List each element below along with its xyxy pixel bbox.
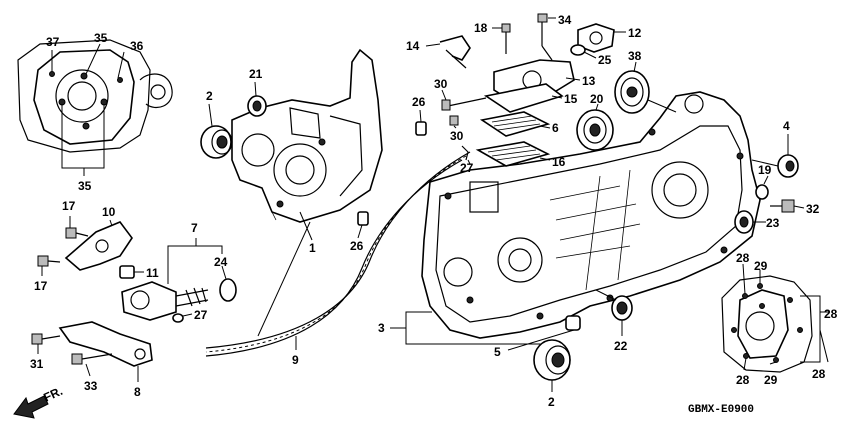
left-crankcase-cover-gasket bbox=[17, 39, 173, 153]
callout-25: 25 bbox=[598, 53, 612, 67]
callout-28-top: 28 bbox=[736, 251, 750, 265]
callout-2-top: 2 bbox=[206, 89, 213, 103]
callout-19: 19 bbox=[758, 163, 772, 177]
bearing-38 bbox=[614, 70, 650, 114]
callout-8: 8 bbox=[134, 385, 141, 399]
clip-11 bbox=[119, 265, 135, 279]
o-ring-24 bbox=[219, 278, 237, 302]
callout-1: 1 bbox=[309, 241, 316, 255]
bracket-10 bbox=[64, 221, 133, 271]
callout-17-bottom: 17 bbox=[34, 279, 48, 293]
callout-4: 4 bbox=[783, 119, 790, 133]
callout-26-bottom: 26 bbox=[350, 239, 364, 253]
callout-23: 23 bbox=[766, 216, 780, 230]
callout-30-bottom: 30 bbox=[450, 129, 464, 143]
bolt-18 bbox=[501, 23, 511, 54]
bolt-30 bbox=[441, 97, 487, 126]
direction-label: FR. bbox=[41, 384, 64, 405]
callout-17-top: 17 bbox=[62, 199, 76, 213]
pump-cover-8 bbox=[58, 321, 153, 367]
callout-38: 38 bbox=[628, 49, 642, 63]
callout-24: 24 bbox=[214, 255, 228, 269]
bearing-20 bbox=[576, 109, 614, 151]
reed-valve-assembly bbox=[439, 23, 615, 167]
callout-28-right-2: 28 bbox=[824, 307, 838, 321]
callout-9: 9 bbox=[292, 353, 299, 367]
callout-16: 16 bbox=[552, 155, 566, 169]
left-crankcase-half bbox=[231, 48, 383, 223]
callout-35-bottom: 35 bbox=[78, 179, 92, 193]
callout-29-top: 29 bbox=[754, 259, 768, 273]
hose-9 bbox=[205, 151, 471, 357]
callout-6: 6 bbox=[552, 121, 559, 135]
callout-30-top: 30 bbox=[434, 77, 448, 91]
callout-29-bottom: 28 bbox=[736, 373, 750, 387]
callout-36: 36 bbox=[130, 39, 144, 53]
callout-28-bottom: 29 bbox=[764, 373, 778, 387]
bolt-17b bbox=[37, 255, 61, 267]
front-direction-arrow-icon bbox=[13, 395, 49, 419]
right-crankcase-main bbox=[421, 91, 761, 339]
bolt-32 bbox=[770, 199, 795, 213]
bearing-4 bbox=[777, 154, 799, 178]
callout-28-right: 28 bbox=[812, 367, 826, 381]
callout-34: 34 bbox=[558, 13, 572, 27]
callout-22: 22 bbox=[614, 339, 628, 353]
washer-19 bbox=[755, 184, 769, 200]
callout-2-bottom: 2 bbox=[548, 395, 555, 409]
callout-5: 5 bbox=[494, 345, 501, 359]
bearing-2-lower bbox=[533, 339, 571, 381]
diagram-code: GBMX-E0900 bbox=[688, 404, 754, 416]
oil-seal-21 bbox=[247, 95, 267, 117]
callout-27-bottom: 27 bbox=[194, 308, 208, 322]
bolt-31 bbox=[31, 333, 61, 345]
callout-15: 15 bbox=[564, 92, 578, 106]
bearing-2-upper bbox=[200, 125, 233, 159]
callout-37: 37 bbox=[46, 35, 60, 49]
callout-3: 3 bbox=[378, 321, 385, 335]
callout-18: 18 bbox=[474, 21, 488, 35]
callout-10: 10 bbox=[102, 205, 116, 219]
callout-13: 13 bbox=[582, 74, 596, 88]
dowel-pins-26 bbox=[357, 121, 427, 226]
collar-5 bbox=[565, 315, 581, 331]
callout-33: 33 bbox=[84, 379, 98, 393]
callout-7: 7 bbox=[191, 221, 198, 235]
bolt-17a bbox=[65, 227, 89, 239]
bolt-33 bbox=[71, 353, 113, 365]
bolt-34 bbox=[537, 13, 553, 61]
callout-35-top: 35 bbox=[94, 31, 108, 45]
callout-12: 12 bbox=[628, 26, 642, 40]
oil-pump-7 bbox=[121, 281, 209, 321]
callout-14: 14 bbox=[406, 39, 420, 53]
o-ring-27-lower bbox=[172, 313, 184, 323]
callout-32: 32 bbox=[806, 202, 820, 216]
callout-26-top: 26 bbox=[412, 95, 426, 109]
right-cover-gasket bbox=[721, 275, 813, 373]
callout-31: 31 bbox=[30, 357, 44, 371]
callout-21: 21 bbox=[249, 67, 263, 81]
callout-27-top: 27 bbox=[460, 161, 474, 175]
pin-27-upper bbox=[461, 145, 469, 161]
callout-20: 20 bbox=[590, 92, 604, 106]
callout-11: 11 bbox=[146, 266, 159, 280]
oil-seal-23 bbox=[734, 210, 754, 234]
